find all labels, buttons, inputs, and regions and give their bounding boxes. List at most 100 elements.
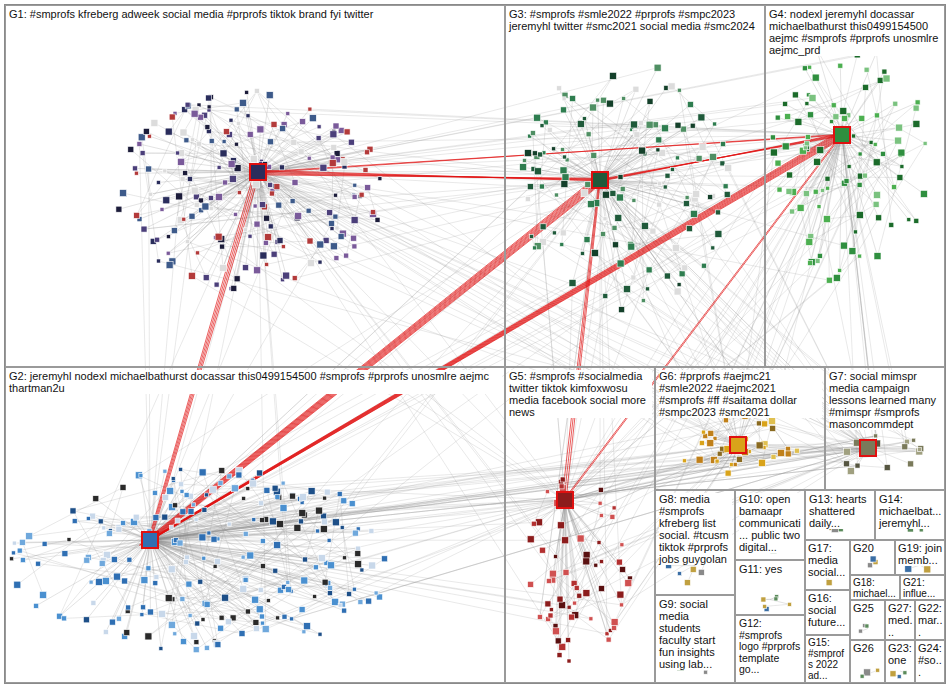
graph-edge-line — [181, 469, 340, 494]
vertex-icon — [165, 595, 172, 602]
vertex-icon — [282, 614, 287, 619]
graph-edge-line — [142, 540, 150, 615]
graph-edge-line — [106, 540, 150, 632]
vertex-icon — [159, 647, 163, 651]
vertex-icon — [334, 193, 338, 197]
graph-edge-line — [840, 66, 842, 135]
vertex-icon — [557, 596, 563, 602]
vertex-icon — [813, 189, 818, 194]
vertex-icon — [530, 234, 534, 238]
vertex-icon — [616, 559, 622, 565]
vertex-icon — [639, 147, 646, 154]
vertex-icon — [133, 166, 138, 171]
vertex-icon — [777, 187, 782, 192]
vertex-icon — [638, 121, 643, 126]
vertex-icon — [680, 126, 686, 132]
vertex-icon — [883, 75, 890, 82]
vertex-icon — [584, 237, 590, 243]
vertex-icon — [573, 601, 577, 605]
vertex-icon — [907, 218, 911, 222]
vertex-icon — [229, 118, 233, 122]
vertex-icon — [231, 285, 237, 291]
graph-edge-line — [327, 445, 738, 492]
vertex-icon — [93, 496, 99, 502]
vertex-icon — [920, 190, 927, 197]
vertex-icon — [166, 262, 173, 269]
vertex-icon — [140, 613, 144, 617]
vertex-icon — [329, 160, 336, 167]
vertex-icon — [812, 74, 819, 81]
vertex-icon — [914, 218, 919, 223]
vertex-icon — [121, 521, 126, 526]
vertex-icon — [365, 185, 371, 191]
graph-edge-line — [325, 494, 340, 582]
vertex-icon — [663, 185, 667, 189]
vertex-icon — [602, 191, 609, 198]
graph-edge-line — [151, 171, 261, 541]
vertex-icon — [227, 522, 231, 526]
vertex-icon — [173, 503, 178, 508]
vertex-icon — [274, 542, 281, 549]
vertex-icon — [265, 262, 269, 266]
vertex-icon — [560, 230, 566, 236]
vertex-icon — [234, 276, 240, 282]
vertex-icon — [281, 245, 285, 249]
vertex-icon — [234, 212, 238, 216]
vertex-icon — [191, 110, 198, 117]
vertex-icon — [803, 191, 809, 197]
vertex-icon — [809, 95, 816, 102]
vertex-icon — [554, 193, 558, 197]
vertex-icon — [220, 150, 227, 157]
graph-edge-line — [144, 172, 258, 229]
vertex-icon — [246, 487, 250, 491]
graph-edge-line — [149, 174, 254, 539]
vertex-icon — [171, 228, 177, 234]
vertex-icon — [720, 161, 725, 166]
vertex-icon — [202, 556, 206, 560]
vertex-icon — [147, 134, 151, 138]
vertex-icon — [617, 260, 624, 267]
vertex-icon — [557, 86, 562, 91]
vertex-icon — [102, 577, 109, 584]
graph-edge-line — [60, 172, 258, 616]
graph-edge-line — [180, 214, 235, 222]
vertex-icon — [869, 140, 873, 144]
graph-edge-line — [150, 540, 622, 605]
vertex-icon — [617, 591, 624, 598]
vertex-icon — [146, 566, 151, 571]
vertex-icon — [613, 242, 619, 248]
vertex-icon — [598, 487, 603, 492]
vertex-icon — [838, 63, 843, 68]
vertex-icon — [166, 251, 170, 255]
vertex-icon — [260, 564, 265, 569]
vertex-icon — [176, 151, 180, 155]
graph-edge-line — [602, 136, 843, 179]
vertex-icon — [333, 123, 339, 129]
vertex-icon — [338, 603, 342, 607]
graph-edge-line — [150, 540, 548, 604]
vertex-icon — [545, 601, 551, 607]
vertex-icon — [596, 98, 600, 102]
vertex-icon — [616, 194, 623, 201]
vertex-icon — [561, 181, 568, 188]
vertex-icon — [197, 141, 202, 146]
vertex-icon — [313, 595, 317, 599]
vertex-icon — [611, 619, 618, 626]
vertex-icon — [590, 104, 597, 111]
graph-edge-line — [575, 445, 738, 615]
vertex-icon — [355, 551, 361, 557]
vertex-icon — [620, 567, 626, 573]
vertex-icon — [302, 630, 306, 634]
vertex-icon — [889, 222, 894, 227]
vertex-icon — [286, 587, 292, 593]
vertex-icon — [327, 210, 333, 216]
graph-edge-line — [185, 110, 258, 172]
vertex-icon — [597, 541, 601, 545]
graph-edge-line — [231, 120, 343, 159]
vertex-icon — [915, 100, 920, 105]
vertex-icon — [559, 484, 564, 489]
vertex-icon — [180, 129, 187, 136]
vertex-icon — [615, 214, 622, 221]
vertex-icon — [180, 509, 186, 515]
vertex-icon — [344, 253, 349, 258]
